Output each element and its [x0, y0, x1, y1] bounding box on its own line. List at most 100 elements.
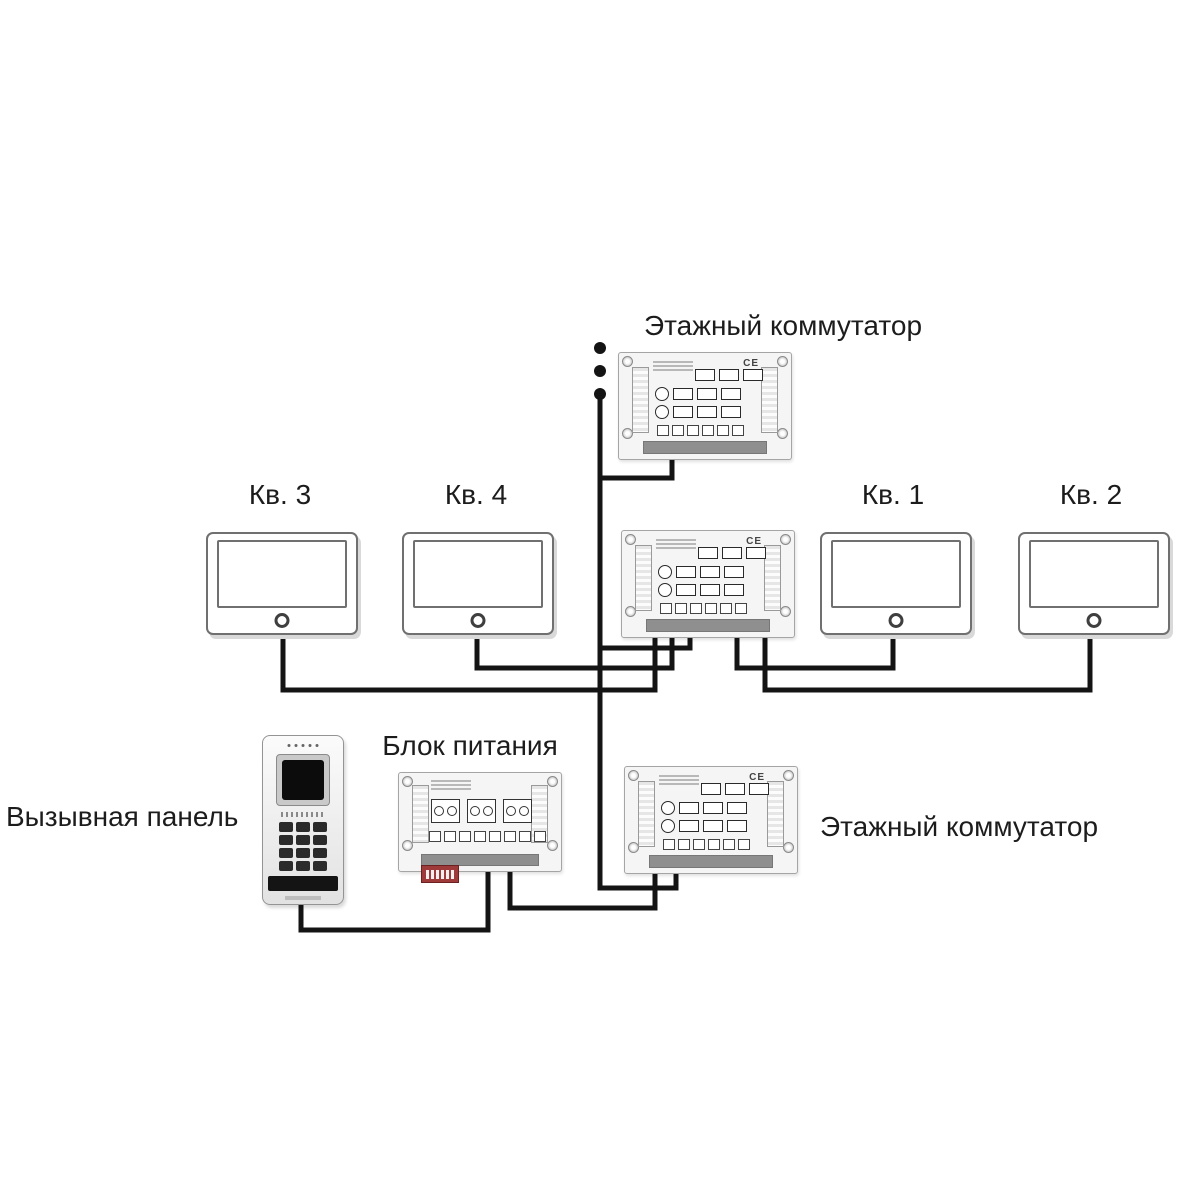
terminal-strip: [649, 855, 773, 868]
terminal-strip: [421, 854, 539, 866]
text-line: [656, 547, 696, 549]
speaker-dot-icon: [294, 744, 298, 747]
relay-icon: [679, 820, 699, 832]
terminal-icon: [444, 831, 456, 842]
text-line: [656, 543, 696, 545]
panel-footer-label: [285, 896, 321, 900]
terminal-icon: [723, 839, 735, 850]
terminal-icon: [735, 603, 747, 614]
dip-bit-icon: [446, 869, 449, 879]
terminal-icon: [720, 603, 732, 614]
floor-switch-top-device: CE: [618, 352, 792, 460]
relay-icon: [746, 547, 766, 559]
screw-icon: [622, 428, 633, 439]
keypad-key: [279, 822, 293, 832]
keypad-key: [279, 835, 293, 845]
terminal-icon: [705, 603, 717, 614]
connector-bar: [412, 785, 429, 843]
relay-icon: [703, 820, 723, 832]
call-panel-device: [262, 735, 344, 905]
terminal-icon: [717, 425, 729, 436]
relay-row: [701, 783, 769, 795]
relay-icon: [724, 566, 744, 578]
keypad-key: [296, 835, 310, 845]
relay-icon: [701, 783, 721, 795]
text-line: [653, 365, 693, 367]
relay-icon: [695, 369, 715, 381]
bus-continuation-dot: [594, 342, 606, 354]
monitor-apt2: [1018, 532, 1170, 635]
text-line: [653, 369, 693, 371]
relay-row: [658, 583, 744, 597]
trimmer-icon: [658, 565, 672, 579]
terminal-row: [657, 425, 744, 436]
screw-icon: [628, 842, 639, 853]
relay-icon: [700, 566, 720, 578]
label-apt3: Кв. 3: [248, 479, 312, 510]
screw-icon: [628, 770, 639, 781]
ce-mark: CE: [749, 772, 765, 783]
relay-icon: [719, 369, 739, 381]
terminal-icon: [474, 831, 486, 842]
dip-switch: [421, 865, 459, 883]
speaker-grille: [281, 812, 325, 817]
connector-bar: [638, 781, 655, 847]
transformer-icon: [503, 799, 532, 823]
monitor-button-icon: [1086, 613, 1102, 628]
terminal-strip: [643, 441, 767, 454]
text-line: [431, 788, 471, 790]
wire-apt2-to-switch: [762, 625, 1093, 693]
connector-bar: [764, 545, 781, 611]
speaker-dot-icon: [287, 744, 291, 747]
relay-icon: [673, 388, 693, 400]
monitor-screen: [217, 540, 347, 608]
screw-icon: [547, 776, 558, 787]
screw-icon: [547, 840, 558, 851]
coil-icon: [506, 806, 516, 816]
keypad-key: [296, 848, 310, 858]
terminal-icon: [660, 603, 672, 614]
trimmer-icon: [661, 819, 675, 833]
terminal-icon: [489, 831, 501, 842]
relay-icon: [727, 802, 747, 814]
terminal-icon: [519, 831, 531, 842]
label-apt2: Кв. 2: [1059, 479, 1123, 510]
speaker-dot-icon: [315, 744, 319, 747]
terminal-icon: [708, 839, 720, 850]
keypad-key: [296, 861, 310, 871]
dip-bit-icon: [436, 869, 439, 879]
trimmer-icon: [658, 583, 672, 597]
keypad-key: [279, 861, 293, 871]
terminal-icon: [663, 839, 675, 850]
label-floor-switch-top: Этажный коммутатор: [644, 310, 923, 341]
monitor-apt4: [402, 532, 554, 635]
keypad-key: [296, 822, 310, 832]
relay-icon: [749, 783, 769, 795]
terminal-row: [663, 839, 750, 850]
text-line: [431, 784, 471, 786]
relay-row: [658, 565, 744, 579]
text-line: [659, 775, 699, 777]
terminal-row: [660, 603, 747, 614]
model-text-lines: [656, 539, 696, 549]
relay-icon: [721, 388, 741, 400]
terminal-row: [429, 831, 546, 842]
trimmer-icon: [655, 387, 669, 401]
terminal-icon: [738, 839, 750, 850]
text-line: [656, 539, 696, 541]
connector-bar: [632, 367, 649, 433]
camera-window: [276, 754, 330, 806]
transformer-row: [431, 799, 532, 823]
dip-bit-icon: [451, 869, 454, 879]
terminal-icon: [657, 425, 669, 436]
terminal-icon: [693, 839, 705, 850]
monitor-button-icon: [274, 613, 290, 628]
relay-row: [698, 547, 766, 559]
terminal-icon: [504, 831, 516, 842]
screw-icon: [402, 840, 413, 851]
terminal-icon: [702, 425, 714, 436]
relay-icon: [725, 783, 745, 795]
screw-icon: [402, 776, 413, 787]
coil-icon: [434, 806, 444, 816]
